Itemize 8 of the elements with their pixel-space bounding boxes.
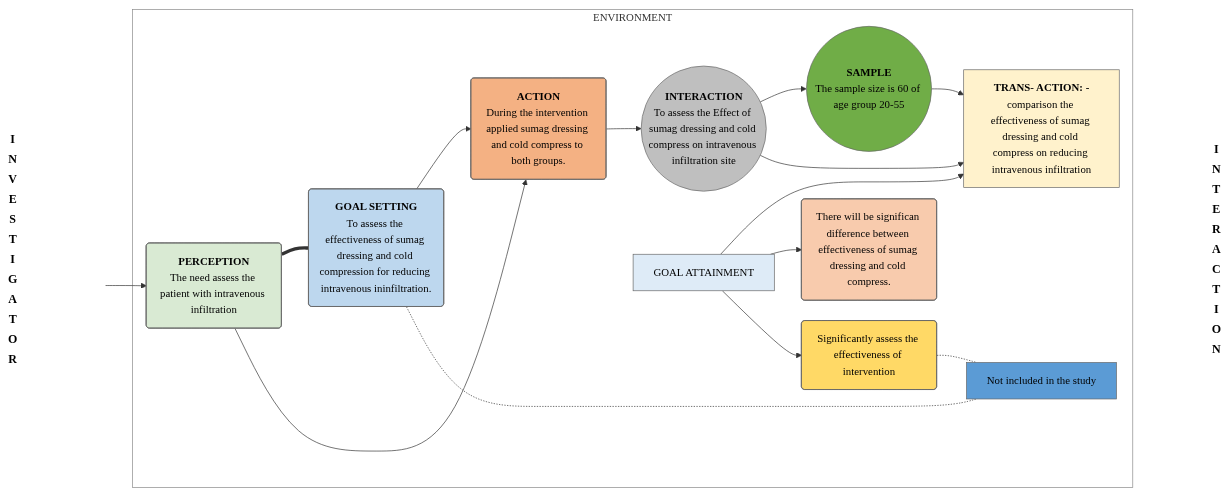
node-box: GOAL ATTAINMENT [633,253,776,292]
node-box: Not included in the study [966,362,1118,400]
node-box: TRANS- ACTION: - comparison the effectiveness of sumag dressing and cold compress on reducing intravenous infiltration [963,69,1120,188]
connector [281,246,310,256]
vertical-label: INVESTIGATOR [8,130,18,368]
node-circle: INTERACTION To assess the Effect of sumag dressing and cold compress on intravenous infiltration site [641,65,767,192]
node-circle: SAMPLE The sample size is 60 of age group 20-55 [806,26,933,152]
vertical-label: INTERACTION [1211,140,1221,358]
